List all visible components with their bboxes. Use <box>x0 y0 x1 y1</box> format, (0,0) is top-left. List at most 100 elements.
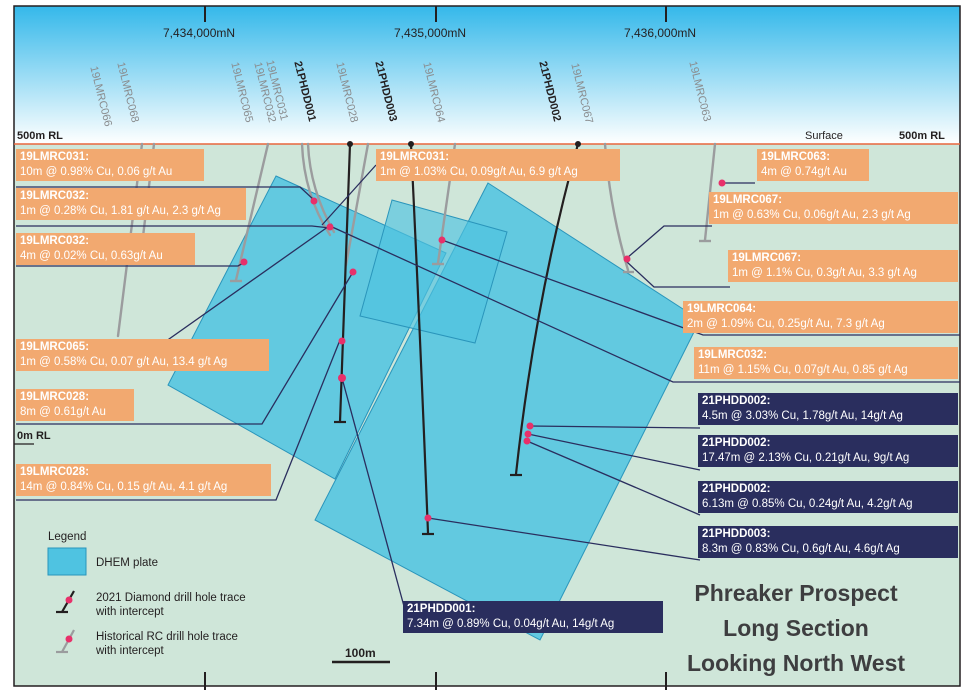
intercept-box-rc065: 19LMRC065: 1m @ 0.58% Cu, 0.07 g/t Au, 1… <box>16 339 269 371</box>
intercept-title: 21PHDD002: <box>702 395 771 407</box>
intercept-title: 21PHDD001: <box>407 603 476 615</box>
intercept-text: 1m @ 0.58% Cu, 0.07 g/t Au, 13.4 g/t Ag <box>20 356 228 368</box>
legend-diamond-label-2: with intercept <box>96 606 164 618</box>
intercept-box-rc063: 19LMRC063: 4m @ 0.74g/t Au <box>757 149 869 181</box>
diagram-title-line-2: Long Section <box>723 615 869 641</box>
leader-rc028-a <box>16 271 354 425</box>
legend-rc-label-1: Historical RC drill hole trace <box>96 631 238 643</box>
intercept-box-dd002-c: 21PHDD002: 6.13m @ 0.85% Cu, 0.24g/t Au,… <box>698 481 958 513</box>
rc-trace-065 <box>234 142 270 282</box>
dhem-plate-east <box>314 182 701 641</box>
diagram-title-line-1: Phreaker Prospect <box>694 580 898 606</box>
intercept-title: 19LMRC031: <box>20 151 90 163</box>
leader-rc064 <box>441 239 960 336</box>
intercept-box-dd003: 21PHDD003: 8.3m @ 0.83% Cu, 0.6g/t Au, 4… <box>698 526 958 558</box>
intercept-title: 21PHDD002: <box>702 437 771 449</box>
intercept-text: 4m @ 0.02% Cu, 0.63g/t Au <box>20 250 163 262</box>
diagram-title-line-3: Looking North West <box>686 650 906 676</box>
dd-trace-endcaps <box>334 420 522 536</box>
legend-rc-symbol <box>56 629 75 654</box>
scale-bar-label: 100m <box>345 646 376 660</box>
easting-label-2: 7,435,000mN <box>394 26 467 40</box>
sky-band <box>14 6 960 144</box>
intercept-text: 17.47m @ 2.13% Cu, 0.21g/t Au, 9g/t Ag <box>702 452 910 464</box>
intercept-box-rc032-a: 19LMRC032: 1m @ 0.28% Cu, 1.81 g/t Au, 2… <box>16 188 246 220</box>
intercept-box-dd002-a: 21PHDD002: 4.5m @ 3.03% Cu, 1.78g/t Au, … <box>698 393 958 425</box>
intercept-title: 21PHDD003: <box>702 528 771 540</box>
rl-zero: 0m RL <box>17 430 51 442</box>
legend-title: Legend <box>48 531 87 543</box>
dhem-plates <box>167 175 701 641</box>
map-frame <box>13 5 961 687</box>
intercept-box-rc028-b: 19LMRC028: 14m @ 0.84% Cu, 0.15 g/t Au, … <box>16 464 271 496</box>
intercept-text: 1m @ 0.63% Cu, 0.06g/t Au, 2.3 g/t Ag <box>713 209 911 221</box>
legend-diamond-label-1: 2021 Diamond drill hole trace <box>96 592 246 604</box>
intercept-text: 8.3m @ 0.83% Cu, 0.6g/t Au, 4.6g/t Ag <box>702 543 900 555</box>
dd-collars <box>347 141 581 147</box>
rc-trace-028 <box>344 142 370 267</box>
dhem-plate-central <box>359 199 508 344</box>
intercept-title: 19LMRC028: <box>20 466 90 478</box>
intercept-text: 11m @ 1.15% Cu, 0.07g/t Au, 0.85 g/t Ag <box>698 364 908 376</box>
rl-surface-right: 500m RL <box>899 130 945 142</box>
intercept-text: 1m @ 1.1% Cu, 0.3g/t Au, 3.3 g/t Ag <box>732 267 917 279</box>
intercept-title: 19LMRC032: <box>698 349 768 361</box>
leader-dd003 <box>427 517 701 561</box>
intercept-box-rc032-c: 19LMRC032: 11m @ 1.15% Cu, 0.07g/t Au, 0… <box>694 347 958 379</box>
intercept-box-rc031-b: 19LMRC031: 1m @ 1.03% Cu, 0.09g/t Au, 6.… <box>376 149 620 181</box>
leader-rc032-a <box>16 225 331 229</box>
intercept-text: 4.5m @ 3.03% Cu, 1.78g/t Au, 14g/t Ag <box>702 410 903 422</box>
intercept-title: 19LMRC031: <box>380 151 450 163</box>
intercept-title: 19LMRC064: <box>687 303 757 315</box>
intercept-text: 8m @ 0.61g/t Au <box>20 406 106 418</box>
intercept-title: 19LMRC065: <box>20 341 90 353</box>
intercept-box-rc067-b: 19LMRC067: 1m @ 1.1% Cu, 0.3g/t Au, 3.3 … <box>728 250 958 282</box>
legend-rc-label-2: with intercept <box>96 645 164 657</box>
intercept-title: 19LMRC032: <box>20 190 90 202</box>
intercept-title: 19LMRC067: <box>713 194 783 206</box>
leader-rc067-a <box>626 225 712 259</box>
leader-rc032-c <box>329 225 960 383</box>
leader-rc031-b <box>321 164 377 226</box>
leader-rc031-a <box>16 186 315 201</box>
intercept-text: 1m @ 0.28% Cu, 1.81 g/t Au, 2.3 g/t Ag <box>20 205 221 217</box>
dd-trace-002 <box>514 142 580 476</box>
leader-dd002-c <box>526 440 701 516</box>
intercept-title: 21PHDD002: <box>702 483 771 495</box>
intercept-text: 7.34m @ 0.89% Cu, 0.04g/t Au, 14g/t Ag <box>407 618 615 630</box>
intercept-box-dd001: 21PHDD001: 7.34m @ 0.89% Cu, 0.04g/t Au,… <box>403 601 663 633</box>
rl-surface-left: 500m RL <box>17 130 63 142</box>
intercept-text: 1m @ 1.03% Cu, 0.09g/t Au, 6.9 g/t Ag <box>380 166 578 178</box>
intercept-text: 2m @ 1.09% Cu, 0.25g/t Au, 7.3 g/t Ag <box>687 318 885 330</box>
intercept-box-rc064: 19LMRC064: 2m @ 1.09% Cu, 0.25g/t Au, 7.… <box>683 301 958 333</box>
intercept-box-rc067-a: 19LMRC067: 1m @ 0.63% Cu, 0.06g/t Au, 2.… <box>709 192 958 224</box>
intercept-title: 19LMRC028: <box>20 391 90 403</box>
intercept-text: 10m @ 0.98% Cu, 0.06 g/t Au <box>20 166 173 178</box>
legend-diamond-symbol <box>56 590 75 614</box>
intercept-text: 4m @ 0.74g/t Au <box>761 166 847 178</box>
legend-dhem-swatch <box>47 547 87 576</box>
leader-dd002-b <box>527 433 701 471</box>
dd-trace-003 <box>409 142 430 535</box>
intercept-title: 19LMRC032: <box>20 235 90 247</box>
legend-dhem-label: DHEM plate <box>96 557 158 569</box>
intercept-markers <box>240 179 726 522</box>
leader-rc028-b <box>16 339 341 501</box>
intercept-title: 19LMRC063: <box>761 151 831 163</box>
easting-label-1: 7,434,000mN <box>163 26 236 40</box>
leader-dd001 <box>341 377 406 611</box>
intercept-text: 14m @ 0.84% Cu, 0.15 g/t Au, 4.1 g/t Ag <box>20 481 228 493</box>
leader-dd002-a <box>529 425 701 429</box>
intercept-text: 6.13m @ 0.85% Cu, 0.24g/t Au, 4.2g/t Ag <box>702 498 913 510</box>
leader-rc067-b <box>626 261 730 288</box>
intercept-box-rc028-a: 19LMRC028: 8m @ 0.61g/t Au <box>16 389 134 421</box>
rl-surface-label: Surface <box>805 130 843 142</box>
intercept-box-rc032-b: 19LMRC032: 4m @ 0.02% Cu, 0.63g/t Au <box>16 233 195 265</box>
intercept-box-dd002-b: 21PHDD002: 17.47m @ 2.13% Cu, 0.21g/t Au… <box>698 435 958 467</box>
grid-ticks <box>204 6 667 690</box>
easting-label-3: 7,436,000mN <box>624 26 697 40</box>
intercept-title: 19LMRC067: <box>732 252 802 264</box>
rc-trace-endcaps <box>230 239 711 283</box>
intercept-box-rc031-a: 19LMRC031: 10m @ 0.98% Cu, 0.06 g/t Au <box>16 149 204 181</box>
